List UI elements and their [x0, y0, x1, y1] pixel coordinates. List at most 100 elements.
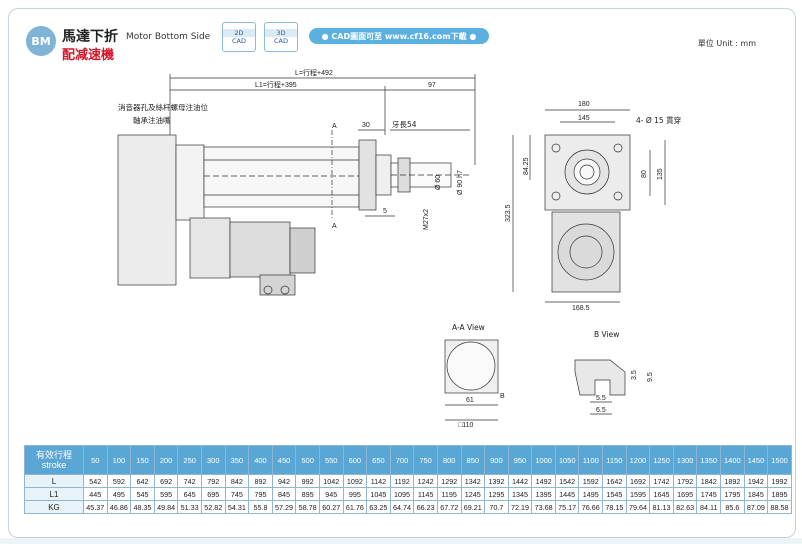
table-cell: 742: [177, 474, 202, 488]
stroke-value-cell: 1500: [767, 445, 792, 475]
stroke-value-cell: 450: [271, 445, 297, 475]
page-title: 馬達下折: [62, 29, 118, 45]
table-cell: 48.35: [130, 500, 155, 514]
table-cell: 1592: [578, 474, 604, 488]
table-cell: 1792: [672, 474, 698, 488]
stroke-value-cell: 1100: [578, 445, 604, 475]
cad-3d-button[interactable]: 3D CAD: [264, 22, 298, 52]
table-cell: 1642: [602, 474, 627, 488]
dim-5-5: 5.5: [596, 395, 606, 402]
table-cell: 49.84: [153, 500, 179, 514]
dim-97: 97: [428, 82, 436, 89]
table-cell: 66.23: [413, 500, 438, 514]
section-mark-top: A: [332, 123, 337, 130]
table-cell: 1392: [484, 474, 509, 488]
dim-323-5: 323.5: [505, 204, 512, 222]
stroke-value-cell: 1150: [602, 445, 627, 475]
stroke-value-cell: 1400: [720, 445, 745, 475]
table-cell: 795: [248, 487, 273, 501]
page-subtitle: Motor Bottom Side: [126, 32, 211, 42]
table-cell: 1195: [436, 487, 462, 501]
table-cell: 1692: [625, 474, 651, 488]
cad-download-link[interactable]: ● CAD圖面可至 www.cf16.com下載 ●: [309, 28, 489, 44]
cad-2d-top: 2D: [223, 29, 255, 37]
stroke-value-cell: 600: [342, 445, 368, 475]
table-cell: 63.25: [366, 500, 391, 514]
table-cell: 1845: [743, 487, 769, 501]
dim-holes: 4- Ø 15 貫穿: [636, 115, 681, 125]
table-cell: 992: [295, 474, 320, 488]
stroke-value-cell: 200: [153, 445, 179, 475]
table-cell: 1445: [554, 487, 580, 501]
dim-6-5: 6.5: [596, 407, 606, 414]
stroke-value-cell: 850: [460, 445, 486, 475]
table-cell: 1245: [460, 487, 486, 501]
dim-135: 135: [657, 168, 664, 180]
table-cell: 67.72: [436, 500, 462, 514]
table-cell: 76.66: [578, 500, 604, 514]
table-cell: 58.78: [295, 500, 320, 514]
technical-drawing: L=行程+492 L1=行程+395 97 30 牙長54 5 A A 消音器孔…: [117, 68, 681, 429]
dim-phi60: Ø 60: [435, 175, 442, 190]
dim-thread-length: 牙長54: [392, 120, 417, 129]
table-cell: 445: [83, 487, 108, 501]
label-bearing-grease: 軸承注油嘴: [133, 115, 171, 125]
table-cell: 895: [295, 487, 320, 501]
table-cell: 1242: [413, 474, 438, 488]
table-cell: 1495: [578, 487, 604, 501]
stroke-value-cell: 1350: [696, 445, 722, 475]
table-cell: 1942: [743, 474, 769, 488]
table-cell: 642: [130, 474, 155, 488]
row-label: KG: [24, 500, 84, 514]
stroke-value-cell: 1300: [672, 445, 698, 475]
table-cell: 54.31: [224, 500, 250, 514]
dim-B: B: [500, 393, 505, 400]
table-cell: 542: [83, 474, 108, 488]
table-cell: 1892: [720, 474, 745, 488]
stroke-value-cell: 550: [318, 445, 344, 475]
stroke-value-cell: 650: [366, 445, 391, 475]
stroke-value-cell: 250: [177, 445, 202, 475]
section-mark-bottom: A: [332, 223, 337, 230]
table-cell: 842: [224, 474, 250, 488]
stroke-value-cell: 1200: [625, 445, 651, 475]
table-cell: 85.6: [720, 500, 745, 514]
table-cell: 73.68: [531, 500, 556, 514]
table-cell: 942: [271, 474, 297, 488]
cad-2d-button[interactable]: 2D CAD: [222, 22, 256, 52]
table-cell: 1442: [507, 474, 533, 488]
table-cell: 1095: [389, 487, 415, 501]
table-cell: 1045: [366, 487, 391, 501]
table-cell: 51.33: [177, 500, 202, 514]
table-cell: 1795: [720, 487, 745, 501]
table-cell: 945: [318, 487, 344, 501]
table-cell: 1395: [531, 487, 556, 501]
dim-30: 30: [362, 122, 370, 129]
stroke-value-cell: 50: [83, 445, 108, 475]
table-cell: 70.7: [484, 500, 509, 514]
cad-3d-bottom: CAD: [274, 37, 288, 45]
table-cell: 52.82: [200, 500, 226, 514]
dim-61: 61: [466, 397, 474, 404]
table-cell: 995: [342, 487, 368, 501]
table-cell: 1342: [460, 474, 486, 488]
table-cell: 72.19: [507, 500, 533, 514]
stroke-value-cell: 100: [106, 445, 132, 475]
dim-5: 5: [383, 208, 387, 215]
stroke-value-cell: 1450: [743, 445, 769, 475]
table-cell: 1492: [531, 474, 556, 488]
stroke-value-cell: 1000: [531, 445, 556, 475]
table-cell: 64.74: [389, 500, 415, 514]
table-cell: 1542: [554, 474, 580, 488]
reducer-title: 配减速機: [62, 48, 115, 63]
stroke-value-cell: 400: [248, 445, 273, 475]
dim-80: 80: [641, 170, 648, 178]
page-frame: [8, 8, 796, 538]
table-cell: 892: [248, 474, 273, 488]
table-cell: 745: [224, 487, 250, 501]
dim-3-5: 3.5: [631, 370, 638, 380]
table-cell: 60.27: [318, 500, 344, 514]
